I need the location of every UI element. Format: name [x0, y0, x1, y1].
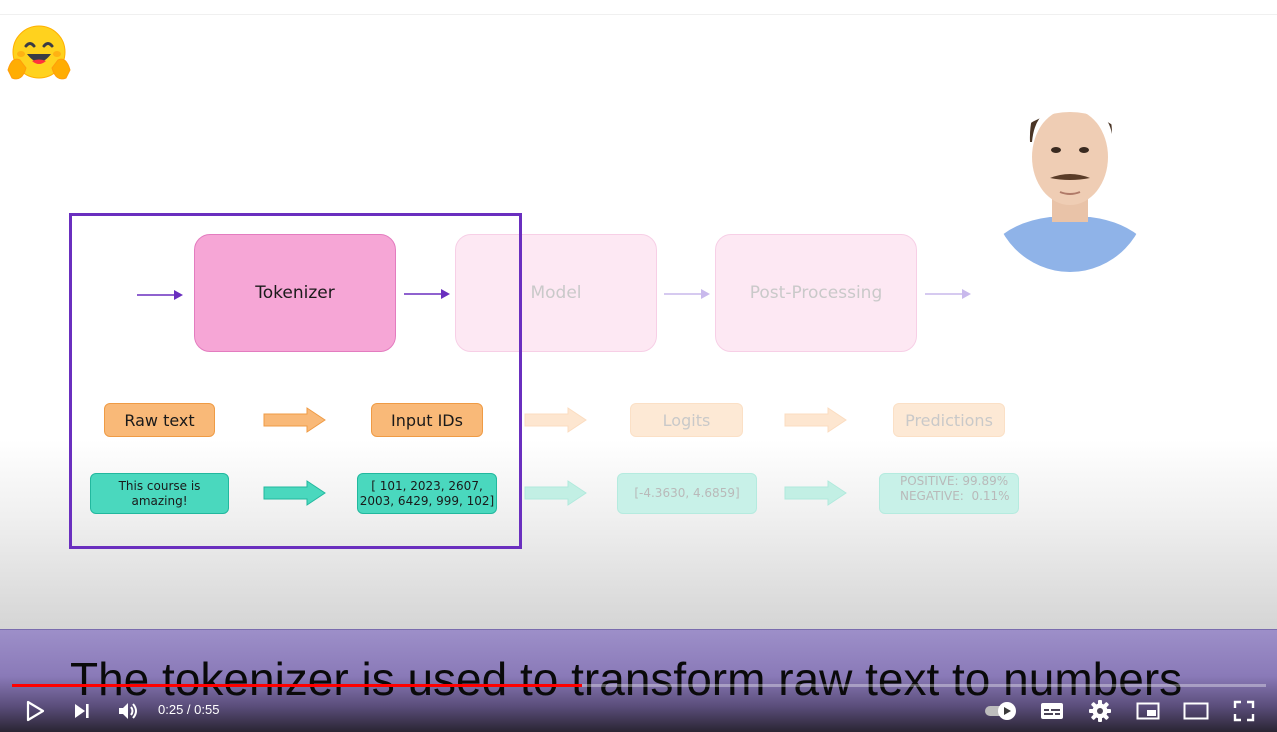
- arrow-out-of-post-icon: [924, 287, 972, 301]
- next-icon: [72, 701, 92, 721]
- negative-score: NEGATIVE: 0.11%: [900, 489, 1010, 504]
- example-logits: [-4.3630, 4.6859]: [617, 473, 757, 514]
- top-divider: [0, 14, 1277, 15]
- fullscreen-icon: [1233, 700, 1255, 722]
- fullscreen-button[interactable]: [1230, 697, 1258, 725]
- presenter-webcam: [990, 72, 1150, 272]
- teal-arrow-faded-icon: [784, 479, 848, 507]
- progress-bar[interactable]: [12, 684, 1266, 687]
- volume-icon: [117, 700, 141, 722]
- theater-mode-button[interactable]: [1181, 698, 1211, 724]
- miniplayer-icon: [1136, 701, 1160, 721]
- hugging-face-logo-icon: [6, 24, 72, 84]
- settings-button[interactable]: [1086, 697, 1114, 725]
- orange-arrow-faded-icon: [524, 406, 588, 434]
- teal-arrow-faded-icon: [524, 479, 588, 507]
- example-predictions: POSITIVE: 99.89% NEGATIVE: 0.11%: [879, 473, 1019, 514]
- orange-arrow-faded-icon: [784, 406, 848, 434]
- settings-gear-icon: [1089, 700, 1111, 722]
- next-video-button[interactable]: [68, 697, 96, 725]
- arrow-model-to-post-icon: [663, 287, 711, 301]
- model-label: Model: [530, 283, 581, 303]
- volume-button[interactable]: [114, 696, 144, 726]
- positive-score: POSITIVE: 99.89%: [900, 474, 1008, 489]
- autoplay-toggle-icon: [983, 700, 1019, 722]
- theater-mode-icon: [1183, 702, 1209, 720]
- subtitles-icon: [1040, 701, 1064, 721]
- play-button[interactable]: [20, 697, 50, 725]
- play-icon: [25, 700, 45, 722]
- tokenizer-highlight-frame: [69, 213, 522, 549]
- autoplay-toggle[interactable]: [982, 698, 1020, 724]
- logits-label: Logits: [630, 403, 743, 437]
- progress-bar-fill: [12, 684, 582, 687]
- post-processing-label: Post-Processing: [750, 283, 882, 303]
- post-processing-stage: Post-Processing: [715, 234, 917, 352]
- subtitles-button[interactable]: [1038, 698, 1066, 724]
- time-display: 0:25 / 0:55: [158, 702, 219, 717]
- miniplayer-button[interactable]: [1134, 698, 1162, 724]
- predictions-label: Predictions: [893, 403, 1005, 437]
